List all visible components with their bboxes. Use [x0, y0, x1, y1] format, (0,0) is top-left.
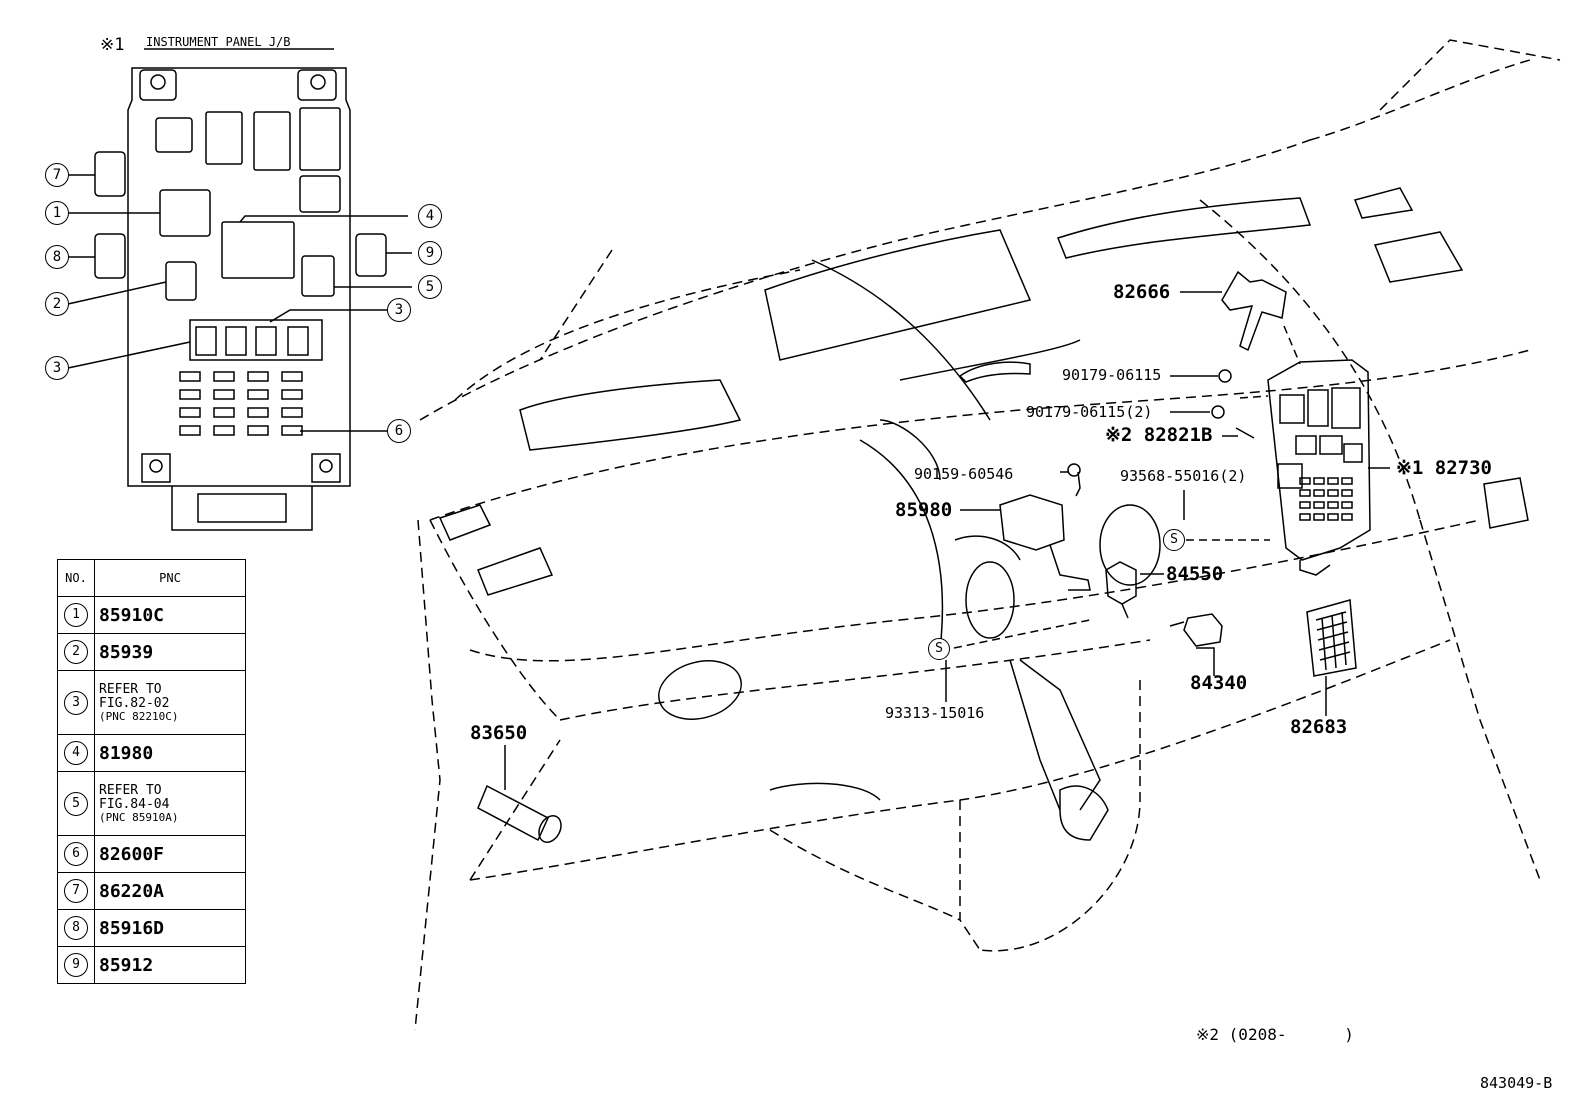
part-90159-60546: 90159-60546	[914, 465, 1014, 483]
callout-5: 5	[418, 275, 442, 299]
part-84340: 84340	[1190, 672, 1248, 694]
pnc-value: 85912	[99, 954, 154, 976]
row-number: 2	[64, 640, 88, 664]
pnc-table: NO. PNC 1 85910C 2 85939 3 REFER TO FIG.…	[57, 559, 246, 984]
pnc-value: 86220A	[99, 880, 165, 902]
lighter-83650	[477, 784, 562, 843]
switch-84550	[1105, 561, 1137, 619]
dashboard-solid-parts	[438, 187, 1529, 841]
row-number: 1	[64, 603, 88, 627]
table-row: 9 85912	[57, 946, 246, 984]
switch-84340	[1169, 613, 1223, 647]
pnc-value: 85910C	[99, 604, 165, 626]
pnc-subnote: (PNC 85910A)	[99, 810, 179, 824]
pnc-value: 82600F	[99, 843, 165, 865]
table-row: 7 86220A	[57, 872, 246, 910]
screw-symbol: S	[1163, 529, 1185, 551]
dashboard-drawing	[414, 39, 1561, 1031]
bracket-82666	[1221, 270, 1287, 352]
part-83650: 83650	[470, 722, 528, 744]
row-number: 7	[64, 879, 88, 903]
jb-marker: ※1	[100, 35, 125, 55]
part-84550: 84550	[1166, 563, 1224, 585]
grille-82683	[1306, 599, 1357, 677]
row-number: 5	[64, 791, 88, 816]
pnc-value: 85939	[99, 641, 154, 663]
callout-8: 8	[45, 245, 69, 269]
row-number: 8	[64, 916, 88, 940]
table-row: 6 82600F	[57, 835, 246, 873]
relay-85980	[999, 494, 1065, 551]
col-pnc-header: PNC	[94, 559, 246, 597]
callout-1: 1	[45, 201, 69, 225]
row-number: 3	[64, 690, 88, 715]
part-82730: ※1 82730	[1396, 457, 1492, 479]
part-82683: 82683	[1290, 716, 1348, 738]
row-number: 6	[64, 842, 88, 866]
table-row: 5 REFER TO FIG.84-04 (PNC 85910A)	[57, 771, 246, 836]
pnc-subnote: (PNC 82210C)	[99, 709, 179, 723]
footnote: ※2 (0208- )	[1196, 1025, 1354, 1044]
body-junction-block	[1267, 359, 1371, 576]
row-number: 9	[64, 953, 88, 977]
screw-symbol: S	[928, 638, 950, 660]
callout-2: 2	[45, 292, 69, 316]
table-header-row: NO. PNC	[57, 559, 246, 597]
part-85980: 85980	[895, 499, 953, 521]
pnc-value: 85916D	[99, 917, 165, 939]
table-row: 1 85910C	[57, 596, 246, 634]
part-82666: 82666	[1113, 281, 1171, 303]
table-row: 4 81980	[57, 734, 246, 772]
row-number: 4	[64, 741, 88, 765]
figure-id: 843049-B	[1480, 1074, 1553, 1092]
jb-title: INSTRUMENT PANEL J/B	[146, 35, 291, 49]
table-row: 3 REFER TO FIG.82-02 (PNC 82210C)	[57, 670, 246, 735]
part-82821b: ※2 82821B	[1105, 424, 1213, 446]
part-90179-06115: 90179-06115	[1062, 366, 1162, 384]
junction-block-drawing	[67, 48, 412, 531]
part-90179-06115-2: 90179-06115(2)	[1026, 403, 1153, 421]
table-row: 2 85939	[57, 633, 246, 671]
callout-3-right: 3	[387, 298, 411, 322]
callout-7: 7	[45, 163, 69, 187]
part-93568-55016: 93568-55016(2)	[1120, 467, 1247, 485]
pnc-note: REFER TO FIG.82-02	[99, 681, 170, 711]
pnc-note: REFER TO FIG.84-04	[99, 782, 170, 812]
callout-9: 9	[418, 241, 442, 265]
part-93313-15016: 93313-15016	[885, 704, 985, 722]
callout-3-left: 3	[45, 356, 69, 380]
col-no-header: NO.	[57, 559, 95, 597]
callout-4: 4	[418, 204, 442, 228]
callout-6: 6	[387, 419, 411, 443]
pnc-value: 81980	[99, 742, 154, 764]
table-row: 8 85916D	[57, 909, 246, 947]
